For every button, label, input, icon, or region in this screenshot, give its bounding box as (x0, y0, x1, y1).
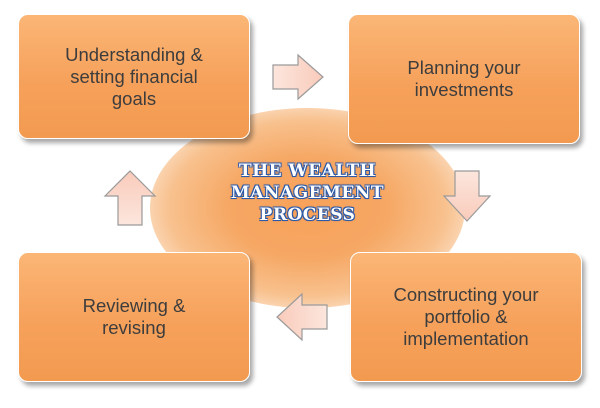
up-arrow-icon (103, 170, 157, 226)
step-3-line-3: implementation (403, 328, 529, 349)
step-3-line-1: Constructing your (393, 284, 539, 305)
step-2-line-1: Planning your (407, 57, 521, 78)
step-box-understanding-goals: Understanding & setting financial goals (18, 14, 250, 139)
step-1-line-2: setting financial (70, 65, 198, 87)
center-title-line-1: THE WEALTH (238, 161, 377, 181)
center-title-line-2: MANAGEMENT (230, 183, 385, 203)
down-arrow-icon (442, 170, 492, 222)
center-title-line-3: PROCESS (259, 205, 356, 225)
step-label: Reviewing & revising (83, 295, 186, 339)
step-3-line-2: portfolio & (424, 306, 508, 327)
right-arrow-icon (272, 53, 324, 101)
step-box-constructing-portfolio: Constructing your portfolio & implementa… (350, 252, 582, 382)
step-4-line-1: Reviewing & (82, 295, 186, 316)
step-label: Understanding & setting financial goals (65, 44, 203, 110)
step-2-line-2: investments (414, 79, 514, 100)
step-box-reviewing-revising: Reviewing & revising (18, 252, 250, 382)
step-4-line-2: revising (102, 317, 166, 338)
step-1-line-1: Understanding & (65, 43, 203, 65)
step-label: Planning your investments (407, 57, 520, 101)
step-box-planning-investments: Planning your investments (348, 14, 580, 144)
step-1-line-3: goals (111, 87, 157, 109)
left-arrow-icon (276, 292, 328, 342)
step-label: Constructing your portfolio & implementa… (394, 284, 539, 350)
center-title: THE WEALTH MANAGEMENT PROCESS (200, 160, 415, 226)
